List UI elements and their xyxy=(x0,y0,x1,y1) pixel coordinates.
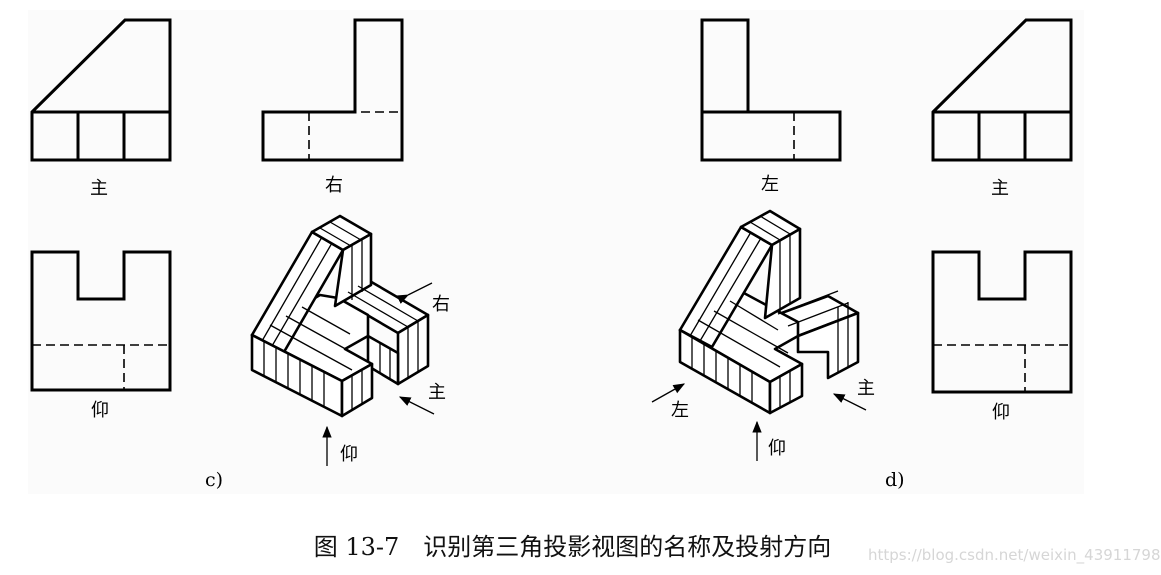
panel-d-direction-arrows xyxy=(651,383,867,461)
panel-d-front-direction-label: 主 xyxy=(857,378,875,399)
panel-d-bottom-view xyxy=(931,250,1073,394)
panel-c-right-view xyxy=(261,18,404,162)
panel-d-left-view xyxy=(700,18,842,162)
panel-c-bottom-view xyxy=(30,250,172,392)
panel-c-direction-arrows xyxy=(322,282,435,466)
panel-d-front-view-label: 主 xyxy=(991,178,1009,199)
panel-c-bottom-view-label: 仰 xyxy=(91,400,109,421)
panel-d-label: d) xyxy=(885,469,905,491)
panel-d-left-direction-label: 左 xyxy=(671,400,689,421)
panel-c-front-view xyxy=(30,18,172,162)
panel-c-isometric-object xyxy=(250,214,430,418)
panel-d-isometric-object xyxy=(678,209,860,415)
panel-c-front-view-label: 主 xyxy=(90,178,108,199)
figure-caption: 图 13-7 识别第三角投影视图的名称及投射方向 xyxy=(313,533,832,561)
panel-c-bottom-direction-label: 仰 xyxy=(340,444,358,465)
panel-d-bottom-view-label: 仰 xyxy=(992,402,1010,423)
panel-c-right-direction-label: 右 xyxy=(432,294,450,315)
panel-background xyxy=(28,10,1084,494)
panel-d-left-view-label: 左 xyxy=(761,174,779,195)
panel-c-right-view-label: 右 xyxy=(325,175,343,196)
panel-c-label: c) xyxy=(205,469,224,491)
panel-d-front-view xyxy=(931,18,1073,162)
watermark: https://blog.csdn.net/weixin_43911798 xyxy=(868,546,1161,564)
panel-d-bottom-direction-label: 仰 xyxy=(768,438,786,459)
panel-c-front-direction-label: 主 xyxy=(428,382,446,403)
